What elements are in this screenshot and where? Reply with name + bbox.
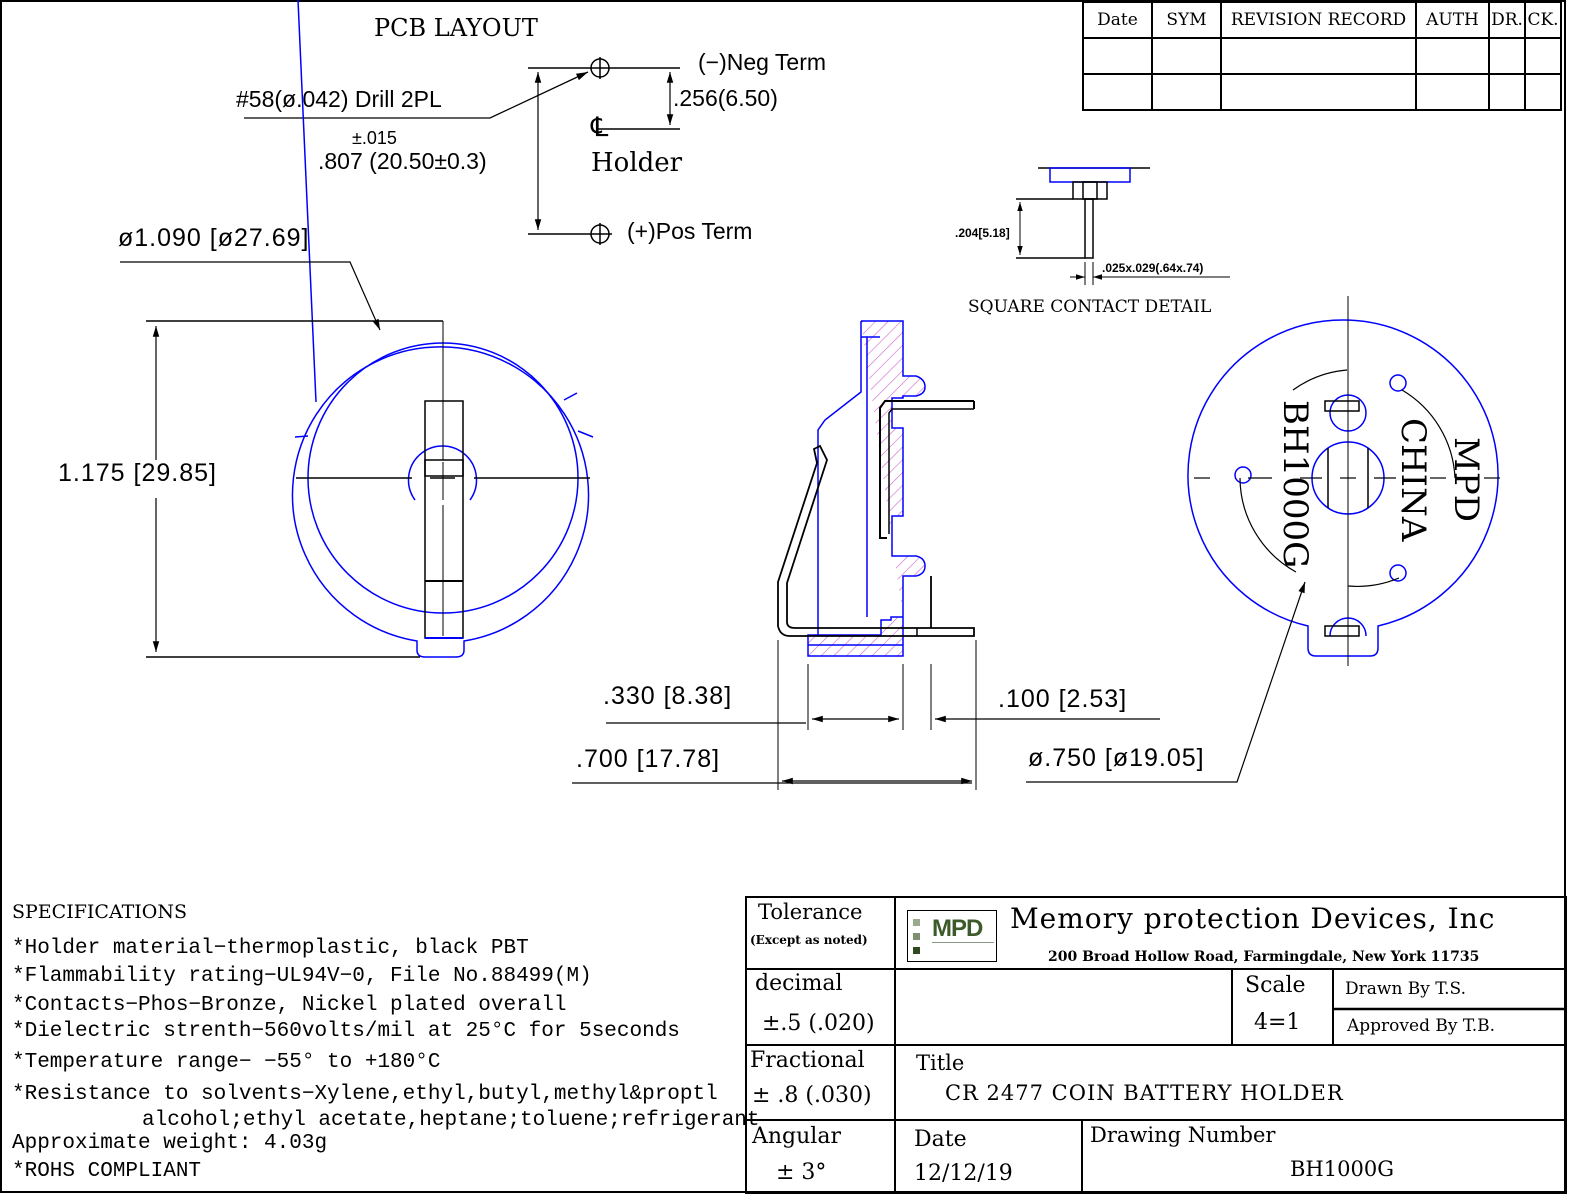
rev-cell [1415, 73, 1490, 111]
decimal-label: decimal [755, 971, 843, 996]
logo-square-icon [913, 947, 920, 954]
dimension-700: .700 [17.78] [576, 745, 721, 773]
angular-value: ± 3° [776, 1160, 827, 1185]
rev-header-date: Date [1082, 1, 1153, 39]
rev-cell [1082, 37, 1153, 75]
spec-line: *Temperature range− −55° to +180°C [12, 1051, 441, 1074]
company-name: Memory protection Devices, Inc [1010, 902, 1496, 935]
centerline-symbol: ℄ [591, 112, 609, 143]
rev-cell [1220, 37, 1417, 75]
spacing-dimension: .807 (20.50±0.3) [318, 148, 487, 174]
rev-header-record: REVISION RECORD [1220, 1, 1417, 39]
logo-underline [932, 942, 994, 943]
revision-table-header: Date SYM REVISION RECORD AUTH DR. CK. [1082, 1, 1562, 39]
rev-header-ck: CK. [1524, 1, 1562, 39]
title-label: Title [916, 1051, 965, 1075]
scale-label: Scale [1245, 973, 1306, 998]
holder-diameter-dimension: ø1.090 [ø27.69] [118, 224, 310, 252]
drawing-number-label: Drawing Number [1090, 1123, 1276, 1147]
side-view-diagram [572, 320, 1160, 790]
dimension-330: .330 [8.38] [603, 682, 733, 710]
logo-text: MPD [932, 915, 983, 942]
pos-term-label: (+)Pos Term [627, 218, 753, 244]
rev-cell [1151, 73, 1222, 111]
revision-row [1082, 37, 1562, 75]
marking-mpd: MPD [1446, 437, 1486, 522]
fractional-label: Fractional [750, 1048, 865, 1073]
spec-line: Approximate weight: 4.03g [12, 1132, 328, 1155]
scale-value: 4=1 [1254, 1010, 1301, 1035]
spec-line: *Flammability rating−UL94V−0, File No.88… [12, 965, 592, 988]
date-value: 12/12/19 [914, 1161, 1013, 1186]
spec-line: *Dielectric strenth−560volts/mil at 25°C… [12, 1020, 680, 1043]
title-block-grid [745, 896, 1567, 1194]
centerline-holder-label: Holder [591, 148, 683, 178]
rev-cell [1151, 37, 1222, 75]
fractional-value: ± .8 (.030) [752, 1083, 872, 1108]
bottom-view-diagram [1026, 296, 1500, 783]
decimal-value: ±.5 (.020) [762, 1011, 875, 1036]
rev-cell [1082, 73, 1153, 111]
date-label: Date [914, 1127, 967, 1152]
dimension-100: .100 [2.53] [998, 685, 1128, 713]
marking-bh1000g: BH1000G [1275, 400, 1315, 569]
spec-line: *Holder material−thermoplastic, black PB… [12, 937, 529, 960]
marking-china: CHINA [1393, 418, 1433, 542]
spacing-tolerance: ±.015 [352, 128, 397, 148]
drawing-title: CR 2477 COIN BATTERY HOLDER [945, 1081, 1344, 1105]
pcb-layout-diagram [244, 57, 680, 245]
company-address: 200 Broad Hollow Road, Farmingdale, New … [1048, 949, 1480, 965]
rev-cell [1524, 73, 1562, 111]
specifications-heading: SPECIFICATIONS [12, 901, 188, 923]
rev-cell [1220, 73, 1417, 111]
spec-line: alcohol;ethyl acetate,heptane;toluene;re… [142, 1109, 760, 1132]
top-view-diagram [120, 0, 594, 658]
rev-cell [1488, 37, 1526, 75]
drawn-by: Drawn By T.S. [1345, 979, 1466, 999]
drill-note: #58(ø.042) Drill 2PL [236, 86, 442, 112]
logo-square-icon [913, 933, 920, 940]
neg-term-label: (−)Neg Term [698, 49, 827, 75]
square-contact-detail-title: SQUARE CONTACT DETAIL [968, 297, 1212, 317]
angular-label: Angular [752, 1124, 841, 1149]
contact-height-dimension: .204[5.18] [955, 226, 1010, 240]
offset-dimension: .256(6.50) [673, 85, 778, 111]
drawing-number: BH1000G [1290, 1157, 1394, 1181]
revision-row [1082, 73, 1562, 111]
revision-table: Date SYM REVISION RECORD AUTH DR. CK. [1082, 1, 1562, 111]
spec-line: *ROHS COMPLIANT [12, 1160, 202, 1183]
bottom-diameter-dimension: ø.750 [ø19.05] [1028, 744, 1205, 772]
neg-term-hole-icon [590, 57, 610, 79]
pos-term-hole-icon [590, 223, 610, 245]
tolerance-label: Tolerance [758, 900, 863, 924]
spec-line: *Resistance to solvents−Xylene,ethyl,but… [12, 1083, 718, 1106]
company-logo: MPD [907, 910, 997, 962]
tolerance-note: (Except as noted) [750, 933, 868, 947]
rev-header-auth: AUTH [1415, 1, 1490, 39]
rev-cell [1488, 73, 1526, 111]
rev-header-dr: DR. [1488, 1, 1526, 39]
contact-pin-size-dimension: .025x.029(.64x.74) [1102, 261, 1204, 275]
rev-header-sym: SYM [1151, 1, 1222, 39]
pcb-layout-title: PCB LAYOUT [374, 14, 538, 42]
rev-cell [1415, 37, 1490, 75]
approved-by: Approved By T.B. [1347, 1016, 1495, 1036]
rev-cell [1524, 37, 1562, 75]
holder-height-dimension: 1.175 [29.85] [58, 459, 217, 487]
logo-square-icon [913, 919, 920, 926]
spec-line: *Contacts−Phos−Bronze, Nickel plated ove… [12, 994, 567, 1017]
square-contact-detail-diagram [1016, 167, 1230, 285]
